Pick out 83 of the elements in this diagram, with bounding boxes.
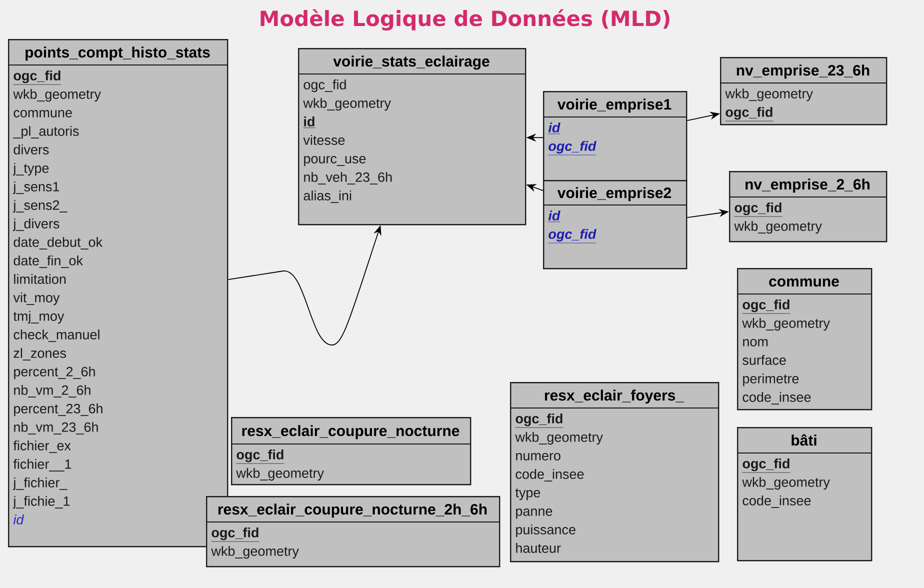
table-title: voirie_emprise2: [557, 187, 671, 202]
column-name: surface: [742, 355, 786, 365]
table-box: [736, 268, 872, 410]
table-title: resx_eclair_coupure_nocturne_2h_6h: [218, 504, 487, 518]
column-name: j_fichie_1: [12, 496, 70, 509]
column-name: puissance: [516, 524, 576, 538]
column-name: ogc_fid: [548, 141, 596, 156]
column-name: wkb_geometry: [236, 468, 324, 481]
column-name: type: [515, 488, 540, 500]
column-name: fichier_ex: [13, 440, 71, 453]
column-name: code_insee: [516, 469, 584, 482]
column-name: date_fin_ok: [14, 256, 84, 268]
column-name: nb_vm_23_6h: [14, 422, 98, 434]
column-name: j_fichier_: [12, 478, 68, 490]
column-name: ogc_fid: [515, 414, 564, 428]
table-title: points_compt_histo_stats: [26, 46, 210, 61]
table-box: [230, 417, 472, 486]
diagram-title: Modèle Logique de Données (MLD): [260, 9, 670, 31]
column-name: wkb_geometry: [211, 546, 299, 559]
column-name: j_sens2_: [12, 200, 68, 213]
column-name: id: [13, 514, 24, 524]
column-name: hauteur: [516, 543, 561, 553]
column-name: ogc_fid: [734, 202, 782, 217]
column-name: wkb_geometry: [734, 221, 822, 234]
column-name: ogc_fid: [236, 450, 284, 464]
column-name: pourc_use: [304, 156, 366, 166]
column-name: wkb_geometry: [725, 88, 813, 102]
column-name: j_type: [12, 163, 49, 176]
column-name: percent_2_6h: [14, 366, 95, 380]
column-name: numero: [516, 453, 560, 460]
column-name: vitesse: [303, 135, 345, 145]
table-box: [736, 426, 872, 562]
column-name: id: [548, 210, 560, 222]
column-name: j_sens1: [12, 182, 60, 194]
column-name: wkb_geometry: [515, 432, 603, 445]
column-name: fichier__1: [13, 459, 72, 472]
column-name: ogc_fid: [742, 458, 790, 473]
column-name: wkb_geometry: [303, 98, 391, 111]
column-name: _pl_autoris: [13, 126, 79, 139]
column-name: nom: [743, 339, 768, 346]
column-name: date_debut_ok: [14, 237, 103, 250]
column-name: perimetre: [743, 374, 799, 386]
column-name: divers: [14, 144, 49, 154]
column-name: wkb_geometry: [13, 89, 101, 102]
table-box: [510, 382, 720, 562]
column-name: wkb_geometry: [742, 318, 830, 331]
table-box: [542, 180, 688, 270]
column-name: check_manuel: [14, 330, 100, 342]
table-box: [728, 171, 888, 242]
column-name: ogc_fid: [548, 229, 596, 244]
column-name: ogc_fid: [304, 80, 346, 92]
column-name: id: [548, 122, 560, 134]
column-name: ogc_fid: [725, 107, 774, 122]
column-name: vit_moy: [13, 292, 60, 306]
table-title: bâti: [792, 434, 816, 446]
column-name: id: [303, 116, 316, 128]
column-name: nb_vm_2_6h: [14, 385, 90, 398]
column-name: code_insee: [742, 496, 811, 508]
table-title: commune: [769, 278, 839, 287]
table-title: voirie_emprise1: [557, 98, 672, 113]
column-name: limitation: [14, 274, 66, 284]
column-name: ogc_fid: [211, 528, 260, 542]
column-name: alias_ini: [304, 190, 352, 203]
table-title: resx_eclair_coupure_nocturne: [242, 425, 460, 440]
table-box: [542, 91, 688, 182]
column-name: j_divers: [12, 218, 60, 232]
column-name: ogc_fid: [742, 300, 790, 314]
column-name: ogc_fid: [13, 70, 62, 85]
table-title: resx_eclair_foyers_: [544, 390, 684, 404]
column-name: tmj_moy: [13, 311, 64, 324]
column-name: commune: [14, 110, 72, 118]
column-name: panne: [516, 508, 552, 519]
column-name: code_insee: [742, 392, 811, 404]
table-box: [720, 57, 888, 126]
column-name: percent_23_6h: [14, 404, 102, 416]
table-title: nv_emprise_2_6h: [746, 178, 870, 193]
table-box: [298, 48, 526, 226]
table-title: voirie_stats_eclairage: [333, 56, 490, 70]
column-name: zl_zones: [14, 348, 66, 360]
column-name: wkb_geometry: [742, 477, 830, 490]
table-box: [206, 496, 500, 568]
table-title: nv_emprise_23_6h: [736, 64, 870, 79]
column-name: nb_veh_23_6h: [304, 172, 392, 184]
